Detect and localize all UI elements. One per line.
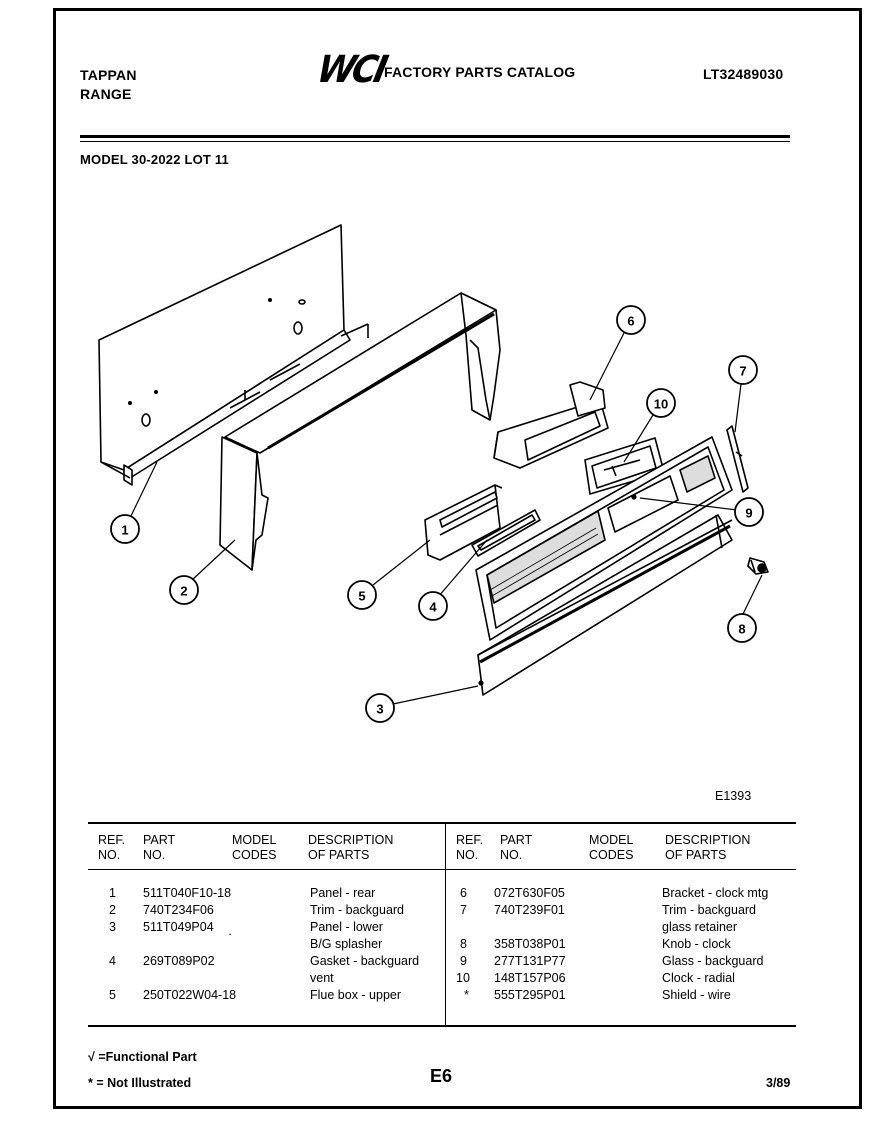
product-type: RANGE (80, 86, 132, 102)
callout-label-1: 1 (121, 523, 128, 538)
table-header-rule (88, 869, 796, 870)
table-bottom-rule (88, 1025, 796, 1027)
callout-label-2: 2 (180, 584, 187, 599)
model-line: MODEL 30-2022 LOT 11 (80, 152, 229, 167)
page-code: E6 (430, 1066, 453, 1086)
callout-label-9: 9 (745, 506, 752, 521)
callout-label-4: 4 (429, 600, 437, 615)
figure-code: E1393 (715, 789, 752, 803)
part-trim-backguard (219, 292, 501, 571)
catalog-number: LT32489030 (703, 66, 784, 82)
left-header-ref: REF.NO. (98, 833, 126, 862)
callout-circle-7 (728, 355, 758, 385)
part-clock-knob (747, 557, 769, 575)
brand-name: TAPPAN (80, 67, 137, 83)
part-backguard-glass (475, 436, 733, 641)
header-rule-thick (80, 135, 790, 138)
right-header-ref: REF.NO. (456, 833, 484, 862)
table-center-divider (445, 822, 446, 1026)
header-rule-thin (80, 141, 790, 142)
callout-circle-1 (110, 514, 140, 544)
part-rear-panel (98, 224, 369, 486)
part-gasket-vent (471, 509, 541, 557)
callout-circle-10 (646, 388, 676, 418)
catalog-title: FACTORY PARTS CATALOG (384, 64, 576, 80)
page-frame (53, 8, 862, 1109)
table-top-rule (88, 822, 796, 824)
leader-lines (129, 332, 763, 705)
callout-label-10: 10 (654, 397, 668, 412)
callout-label-6: 6 (627, 314, 634, 329)
callout-circle-9 (734, 497, 764, 527)
part-glass-retainer-trim (726, 425, 749, 493)
callout-label-8: 8 (738, 622, 745, 637)
catalog-date: 3/89 (766, 1076, 791, 1090)
callout-label-3: 3 (376, 702, 383, 717)
callout-circle-8 (727, 613, 757, 643)
callout-circle-6 (616, 305, 646, 335)
callout-circle-5 (347, 580, 377, 610)
part-clock-bracket (493, 381, 609, 469)
legend-functional-part: √ =Functional Part (88, 1050, 197, 1064)
callout-circle-4 (418, 591, 448, 621)
part-lower-panel (477, 514, 733, 696)
callout-circle-2 (169, 575, 199, 605)
part-flue-box (424, 484, 503, 561)
legend-not-illustrated: * = Not Illustrated (88, 1076, 192, 1090)
callout-circle-3 (365, 693, 395, 723)
callout-label-5: 5 (358, 589, 365, 604)
callout-label-7: 7 (739, 364, 746, 379)
